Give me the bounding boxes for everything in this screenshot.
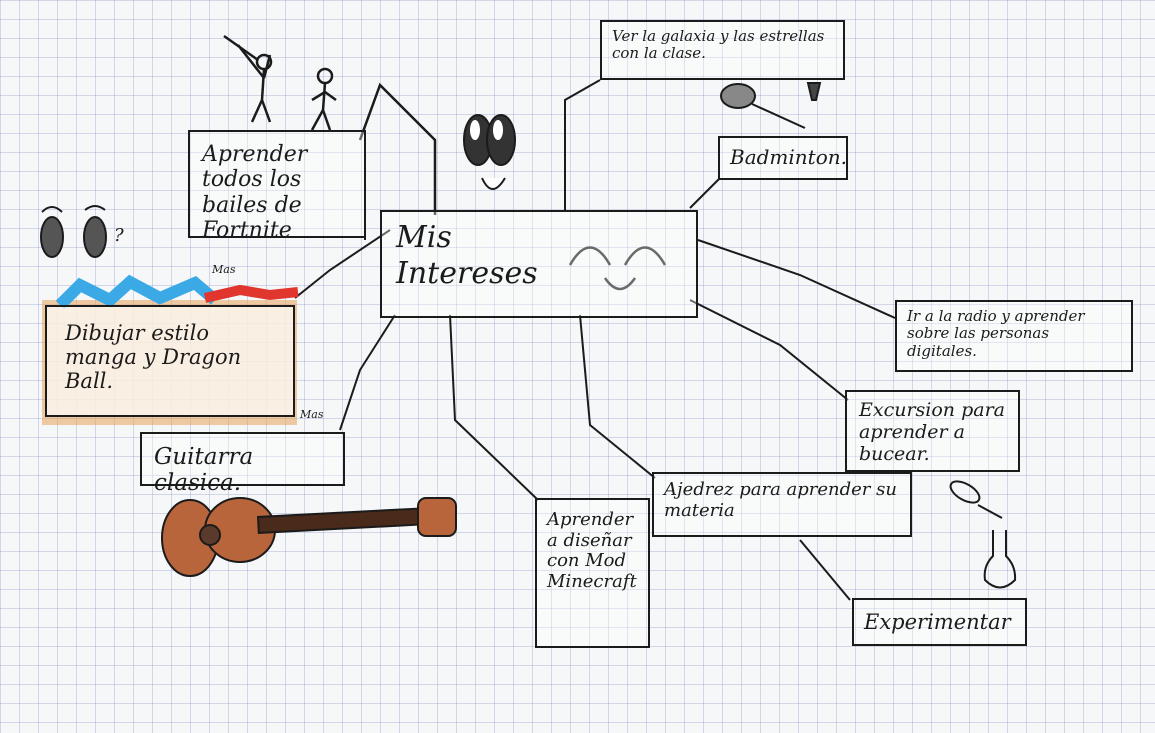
central-topic-box[interactable]: Mis Intereses [380, 210, 698, 318]
stick-figures-drawing [224, 36, 336, 130]
question-mark: ? [114, 225, 124, 246]
cartoon-face-drawing [464, 115, 515, 189]
node-estrellas-text: Ver la galaxia y las estrellas con la cl… [612, 27, 824, 62]
node-guitarra[interactable]: Guitarra clasica. [140, 432, 345, 486]
node-badminton[interactable]: Badminton. [718, 136, 848, 180]
node-digital[interactable]: Ir a la radio y aprender sobre las perso… [895, 300, 1133, 372]
node-ajedrez-text: Ajedrez para aprender su materia [664, 479, 897, 521]
central-topic-title: Mis Intereses [396, 220, 556, 292]
flask-drawing [947, 477, 1015, 587]
confused-eyes-drawing [41, 206, 106, 257]
node-fortnite-text: Aprender todos los bailes de Fortnite [202, 142, 307, 243]
guitar-drawing [162, 498, 456, 576]
node-experimentar-text: Experimentar [864, 610, 1011, 634]
link-experimentar [800, 540, 850, 600]
node-guitarra-text: Guitarra clasica. [154, 444, 253, 496]
badminton-racket-drawing [721, 83, 820, 128]
node-dibujar[interactable]: Dibujar estilo manga y Dragon Ball. [45, 305, 295, 417]
note-mas-guitar: Mas [300, 408, 323, 421]
link-ajedrez [580, 315, 655, 478]
link-badminton [690, 178, 720, 208]
link-dibujar [295, 230, 390, 298]
note-mas-top: Mas [212, 263, 235, 276]
node-excursion[interactable]: Excursion para aprender a bucear. [845, 390, 1020, 472]
link-minecraft [450, 315, 538, 500]
link-guitarra [340, 315, 395, 430]
node-fortnite[interactable]: Aprender todos los bailes de Fortnite [188, 130, 366, 238]
node-experimentar[interactable]: Experimentar [852, 598, 1027, 646]
node-minecraft[interactable]: Aprender a diseñar con Mod Minecraft [535, 498, 650, 648]
node-digital-text: Ir a la radio y aprender sobre las perso… [907, 307, 1085, 360]
link-estrellas [565, 80, 600, 210]
node-excursion-text: Excursion para aprender a bucear. [859, 399, 1005, 465]
node-badminton-text: Badminton. [730, 145, 847, 169]
link-excursion [690, 300, 848, 400]
link-digital [698, 240, 895, 318]
roof-line [360, 85, 435, 215]
node-minecraft-text: Aprender a diseñar con Mod Minecraft [547, 509, 637, 592]
node-ajedrez[interactable]: Ajedrez para aprender su materia [652, 472, 912, 537]
node-estrellas[interactable]: Ver la galaxia y las estrellas con la cl… [600, 20, 845, 80]
node-dibujar-text: Dibujar estilo manga y Dragon Ball. [65, 321, 241, 393]
